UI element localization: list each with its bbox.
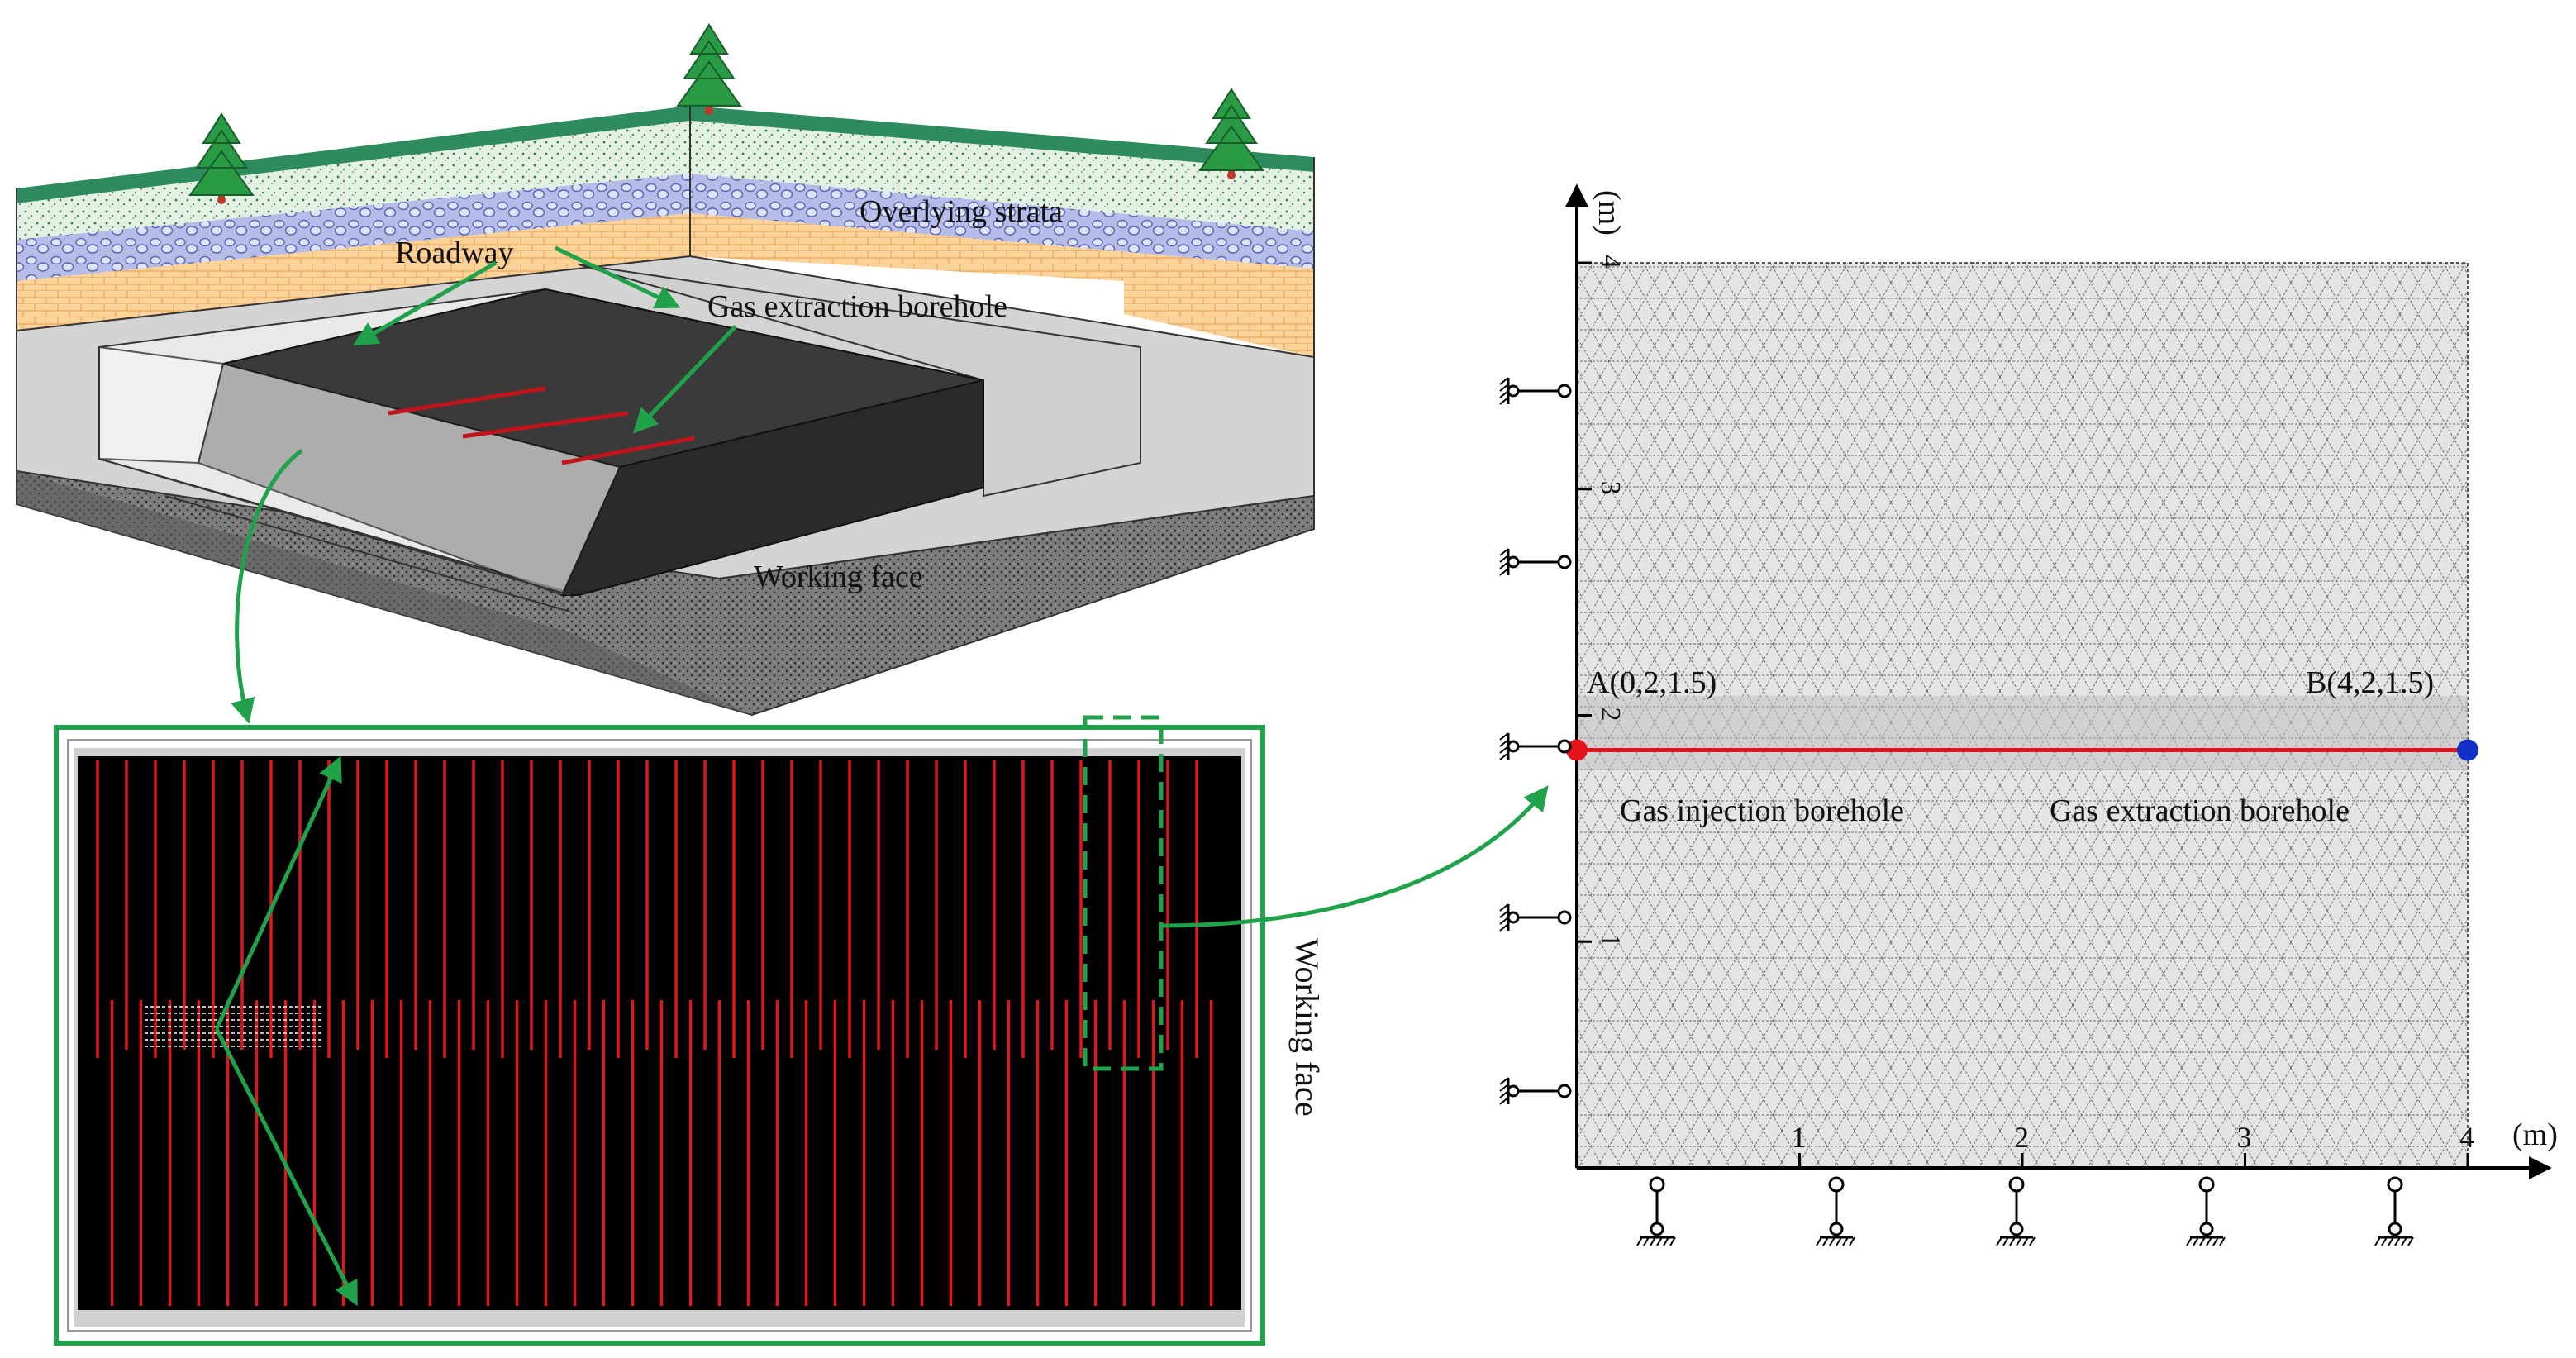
roller-support-icon [1498,376,1572,406]
point-a-label: A(0,2,1.5) [1587,665,1717,700]
y-tick-label: 3 [1595,481,1626,495]
working-face-label: Working face [754,560,923,594]
tree-icon [1199,88,1264,180]
y-tick-label: 4 [1595,255,1626,269]
roadway-channel [98,345,225,465]
x-tick-label: 2 [2014,1121,2029,1154]
tree-icon [189,113,254,205]
brick-layer [17,213,690,331]
roadway-right [578,264,1141,498]
x-tick-label: 3 [2237,1121,2252,1154]
x-tick-label: 1 [1792,1121,1807,1154]
brick-layer-right [690,213,1314,357]
x-unit-label: (m) [2512,1117,2558,1152]
surface-layer-left [17,106,690,203]
plan-arrows [214,755,1549,1307]
y-unit-label: (m) [1592,190,1626,236]
soil-layer-right [690,121,1314,231]
plan-boreholes [96,760,1213,1306]
boreholes-3d [388,386,695,465]
y-ticks: 1 2 3 4 [1577,255,1626,947]
tree-icon [677,24,741,116]
point-a-marker [1566,739,1588,761]
gas-extraction-borehole-label: Gas extraction borehole [707,289,1007,324]
injection-borehole-grid [145,1006,322,1047]
plan-view: Working face [54,715,1549,1346]
pointer-arrows [231,245,737,724]
injection-borehole-label: Gas injection borehole [1620,793,1904,828]
x-tick-label: 4 [2459,1121,2474,1154]
bottom-supports [1636,1176,2415,1247]
y-tick-label: 2 [1595,708,1626,722]
gravel-layer [17,174,690,281]
borehole-mesh-band [1577,696,2468,770]
point-b-label: B(4,2,1.5) [2306,665,2434,700]
roller-support-icon [1498,731,1572,761]
x-ticks: 1 2 3 4 [1792,1121,2474,1168]
surface-layer-right [690,106,1314,172]
roller-support-icon [1498,903,1572,932]
selection-box [1083,715,1164,1071]
gravel-layer-right [690,174,1314,269]
overlying-strata-label: Overlying strata [859,194,1063,229]
soil-layer [17,121,690,240]
roller-support-icon [1498,1076,1572,1106]
roller-support-icon [2374,1176,2415,1247]
roller-support-icon [1498,547,1572,577]
extraction-borehole-label: Gas extraction borehole [2050,793,2350,828]
coal-floor-front [17,471,752,715]
block-diagram: Overlying strata Roadway Gas extraction … [16,24,1315,724]
point-b-marker [2457,739,2478,761]
roller-support-icon [2185,1176,2226,1247]
roller-support-icon [1995,1176,2036,1247]
y-tick-label: 1 [1595,933,1626,947]
left-supports [1498,376,1572,1106]
roller-support-icon [1636,1176,1677,1247]
plan-working-face-label: Working face [1288,938,1326,1117]
roller-support-icon [1815,1176,1856,1247]
